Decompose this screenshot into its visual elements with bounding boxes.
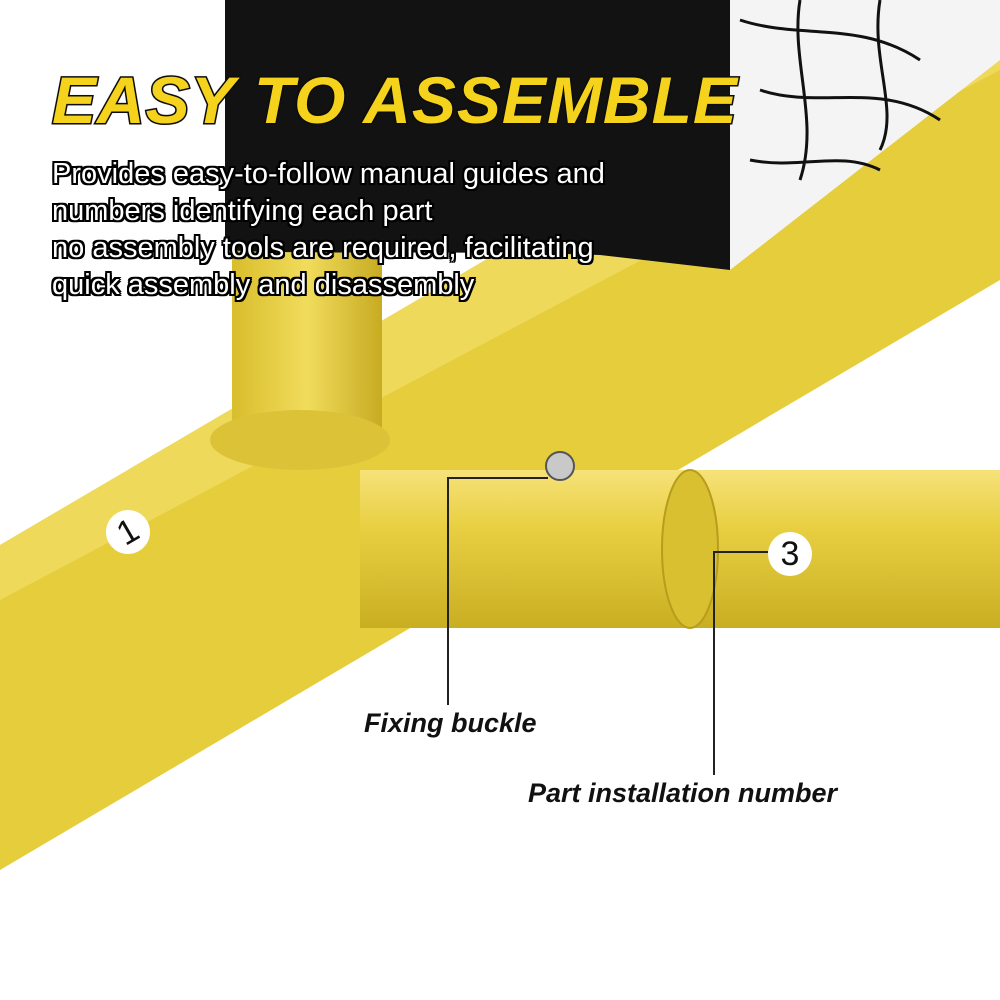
frame-inserted-tube (670, 470, 1000, 628)
part-number-leader (713, 551, 768, 775)
part-badge-3: 3 (768, 532, 812, 576)
part-number-label: Part installation number (528, 778, 838, 808)
description-line: Provides easy-to-follow manual guides an… (52, 158, 605, 190)
headline: EASY TO ASSEMBLE (51, 62, 739, 139)
goal-net (225, 0, 730, 270)
description-line: quick assembly and disassembly (52, 269, 475, 301)
description-line: numbers identifying each part (52, 195, 433, 227)
fixing-buckle-label: Fixing buckle (364, 708, 537, 738)
fixing-buckle (545, 451, 575, 481)
frame-horizontal-tube (360, 470, 670, 628)
description: Provides easy-to-follow manual guides an… (52, 156, 605, 304)
description-line: no assembly tools are required, facilita… (52, 232, 594, 264)
fixing-buckle-leader (447, 477, 548, 705)
